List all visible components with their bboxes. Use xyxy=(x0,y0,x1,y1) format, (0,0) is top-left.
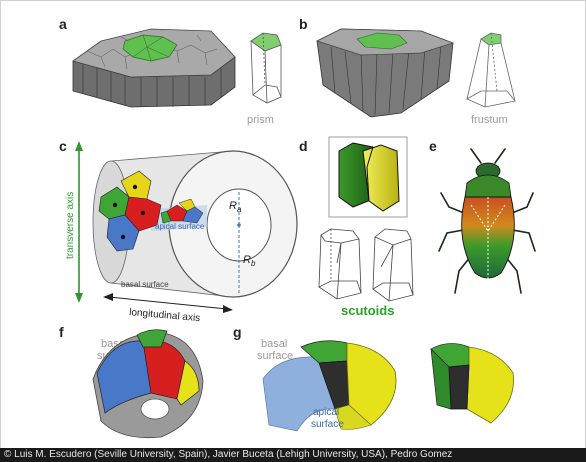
panel-c-letter: c xyxy=(59,138,67,154)
panel-a-letter: a xyxy=(59,16,67,32)
scutoid-outline-right xyxy=(372,228,414,302)
tube-diagram xyxy=(92,150,298,298)
scutoid-tissue-g xyxy=(262,340,397,432)
scutoid-outline-left xyxy=(318,228,362,300)
transverse-axis-arrow xyxy=(75,141,83,303)
panel-e-letter: e xyxy=(429,138,437,154)
apical-surface-label: apical surface xyxy=(155,222,205,231)
ra-label: Ra xyxy=(229,200,242,214)
scutoid-detail-g xyxy=(430,343,514,424)
blue-cell xyxy=(106,214,140,252)
tube-section-f xyxy=(92,329,204,438)
longitudinal-axis-arrow xyxy=(103,293,233,313)
rb-label: Rb xyxy=(243,254,256,268)
beetle-image xyxy=(438,148,536,294)
panel-d-letter: d xyxy=(299,138,308,154)
frustum-shape xyxy=(466,32,516,108)
scutoid-pair xyxy=(338,142,400,212)
g-apical-line1: apical xyxy=(313,407,339,418)
scutoids-caption: scutoids xyxy=(341,303,394,318)
prism-caption: prism xyxy=(247,114,274,126)
transverse-axis-label: transverse axis xyxy=(65,192,76,259)
g-apical-line2: surface xyxy=(311,419,344,430)
yellow-cell xyxy=(120,170,152,200)
longitudinal-axis-label: longitudinal axis xyxy=(129,307,201,324)
panel-g-letter: g xyxy=(233,324,242,340)
figure-frame: a prism b xyxy=(0,0,586,450)
g-basal-line2: surface xyxy=(257,350,293,362)
panel-b-letter: b xyxy=(299,16,308,32)
figure-canvas: a prism b xyxy=(59,16,536,438)
frustum-tissue-block xyxy=(316,28,455,118)
basal-surface-label: basal surface xyxy=(121,280,169,289)
prism-shape xyxy=(250,32,282,104)
frustum-caption: frustum xyxy=(471,114,508,126)
g-basal-line1: basal xyxy=(261,338,287,350)
image-credit: © Luis M. Escudero (Seville University, … xyxy=(0,448,586,462)
prism-tissue-block xyxy=(72,28,236,108)
panel-f-letter: f xyxy=(59,324,64,340)
